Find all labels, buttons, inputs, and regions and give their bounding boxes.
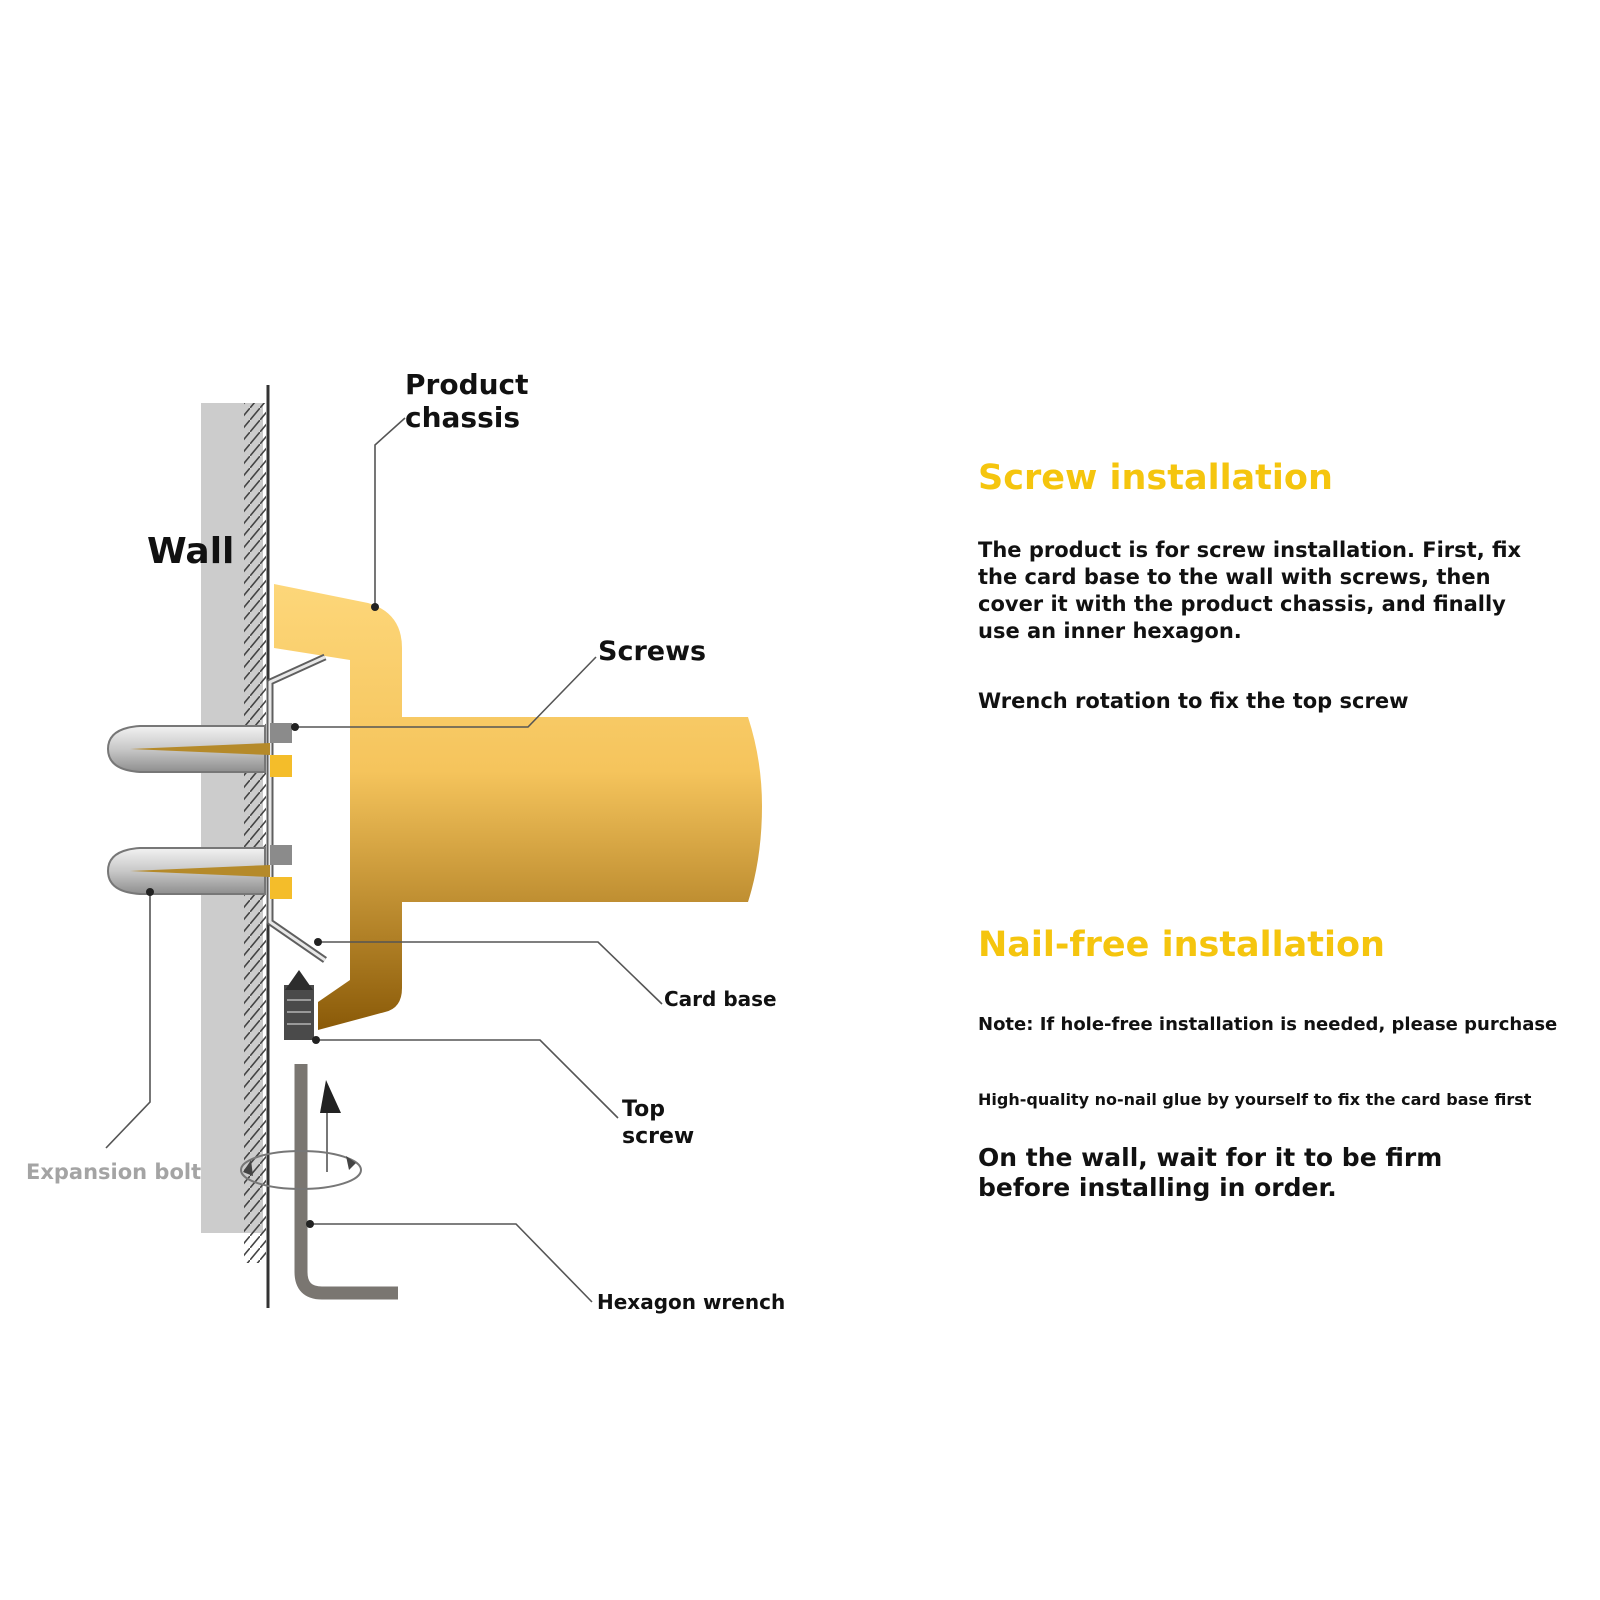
product-chassis-shape xyxy=(274,584,762,1030)
card-base-bracket xyxy=(266,653,327,963)
leader-expansion-bolt xyxy=(105,892,151,1149)
label-product-chassis: Product chassis xyxy=(405,368,529,434)
expansion-bolt-lower xyxy=(106,845,292,899)
screw-installation-note: Wrench rotation to fix the top screw xyxy=(978,689,1409,713)
expansion-bolt-upper xyxy=(106,723,292,777)
label-wall: Wall xyxy=(147,531,235,572)
nail-free-note-3: On the wall, wait for it to be firm befo… xyxy=(978,1143,1443,1202)
leader-product-chassis xyxy=(374,417,406,607)
nail-free-installation-title: Nail-free installation xyxy=(978,925,1385,965)
wall-hatching xyxy=(244,403,266,1263)
label-screws: Screws xyxy=(598,636,707,667)
hexagon-wrench-shape xyxy=(294,1064,398,1300)
leader-hexagon-wrench xyxy=(310,1223,593,1303)
rotation-arrow-icon xyxy=(240,1080,362,1190)
label-top-screw: Top screw xyxy=(622,1097,695,1149)
leader-card-base xyxy=(318,941,663,1005)
screw-installation-title: Screw installation xyxy=(978,458,1333,498)
label-expansion-bolt: Expansion bolt xyxy=(26,1160,202,1184)
nail-free-note-1: Note: If hole-free installation is neede… xyxy=(978,1014,1558,1035)
nail-free-note-2: High-quality no-nail glue by yourself to… xyxy=(978,1090,1532,1109)
top-screw xyxy=(284,970,314,1040)
screw-installation-description: The product is for screw installation. F… xyxy=(978,538,1522,643)
label-card-base: Card base xyxy=(664,987,777,1011)
leader-top-screw xyxy=(316,1039,619,1119)
leader-screws xyxy=(295,656,597,728)
label-hexagon-wrench: Hexagon wrench xyxy=(597,1290,786,1314)
